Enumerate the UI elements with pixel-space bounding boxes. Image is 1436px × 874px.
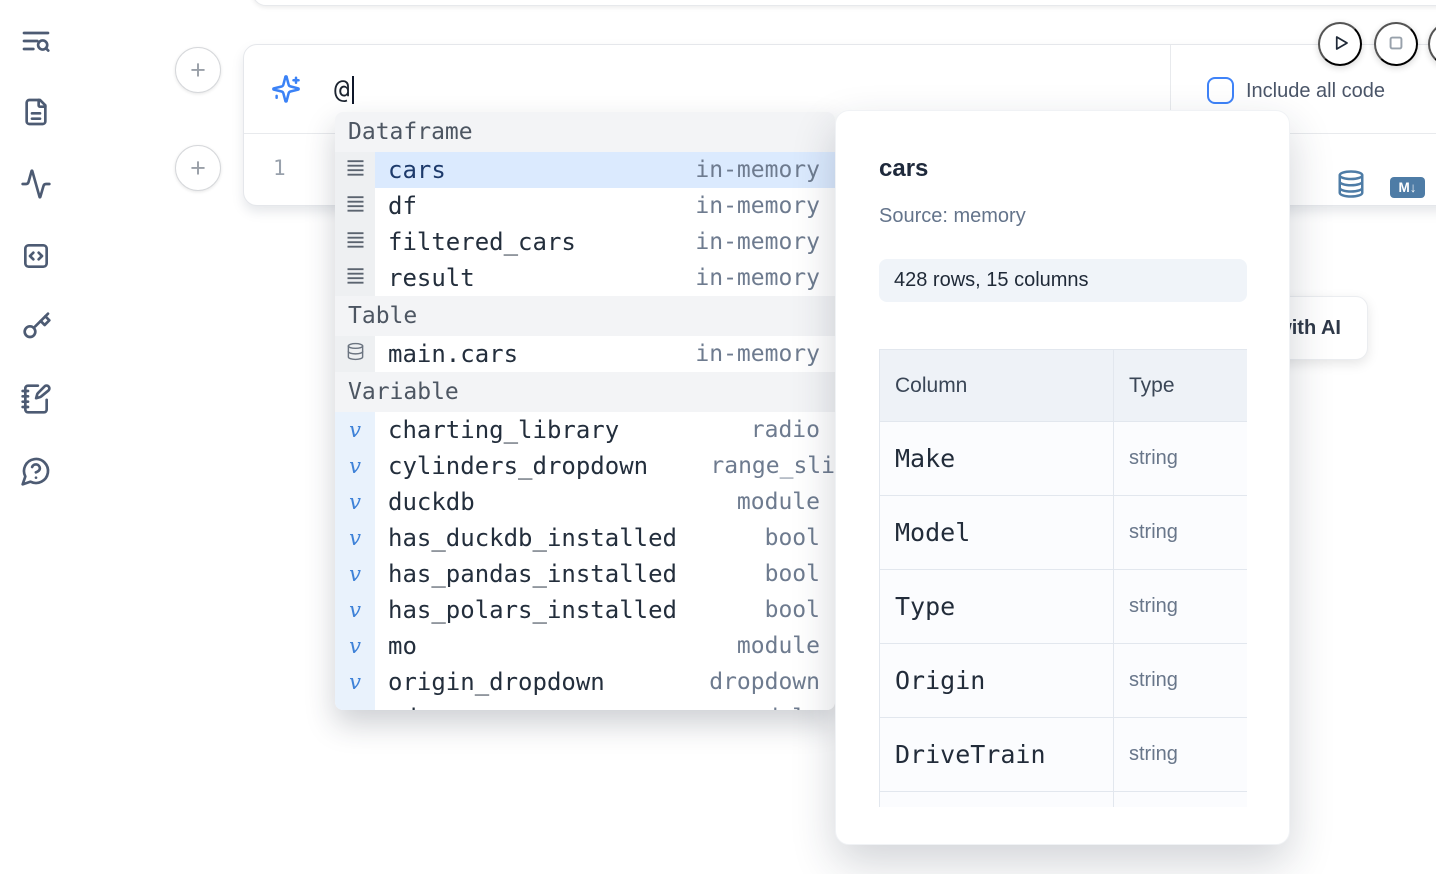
sidebar-item-secrets[interactable] (20, 311, 52, 343)
variable-icon: v (349, 561, 361, 586)
type-header: Type (1113, 349, 1247, 422)
preview-title: cars (879, 155, 929, 182)
dataframe-icon (346, 231, 365, 254)
sidebar-item-files[interactable] (20, 96, 52, 128)
variable-icon: v (349, 707, 361, 710)
previous-cell-bottom (252, 0, 1436, 6)
add-cell-above-button[interactable]: + (175, 47, 221, 93)
stop-square-icon (1383, 30, 1409, 59)
ai-prompt-input[interactable]: @ (334, 75, 354, 105)
include-all-code-checkbox[interactable] (1207, 77, 1234, 104)
run-cell-button[interactable] (1318, 22, 1362, 66)
activity-pulse-icon (20, 169, 52, 204)
table-row: Origin string (879, 643, 1247, 718)
sidebar-item-help[interactable] (20, 455, 52, 487)
section-header-table: Table (335, 296, 835, 336)
variable-icon: v (349, 417, 361, 442)
variable-icon: v (349, 669, 361, 694)
section-header-dataframe: Dataframe (335, 112, 835, 152)
variable-icon: v (349, 525, 361, 550)
datasources-panel-button[interactable] (1336, 169, 1366, 199)
table-row: Make string (879, 421, 1247, 496)
table-row: Type string (879, 569, 1247, 644)
variable-icon: v (349, 633, 361, 658)
preview-source: Source: memory (879, 205, 1026, 227)
key-icon (20, 312, 52, 347)
dataframe-preview-popup: cars Source: memory 428 rows, 15 columns… (835, 110, 1290, 845)
sidebar-item-tracing[interactable] (20, 168, 52, 200)
prompt-divider (1170, 45, 1171, 134)
shape-badge: 428 rows, 15 columns (879, 259, 1247, 302)
table-row (879, 791, 1247, 807)
play-icon (1327, 30, 1353, 59)
markdown-badge-icon[interactable]: M↓ (1390, 177, 1425, 198)
file-text-icon (20, 98, 52, 132)
database-icon (1336, 170, 1366, 203)
sidebar-item-snippets[interactable] (20, 240, 52, 272)
dataframe-icon (346, 195, 365, 218)
schema-table: Column Type Make string Model string Typ… (879, 349, 1247, 807)
schema-table-wrap: Column Type Make string Model string Typ… (879, 349, 1247, 807)
table-row: Model string (879, 495, 1247, 570)
dataframe-icon (346, 267, 365, 290)
stop-cell-button[interactable] (1374, 22, 1418, 66)
schema-header-row: Column Type (879, 349, 1247, 422)
include-all-code-label: Include all code (1246, 80, 1385, 102)
section-header-variable: Variable (335, 372, 835, 412)
variable-icon: v (349, 489, 361, 514)
ai-prompt-value: @ (334, 75, 350, 105)
help-bubble-icon (20, 457, 52, 491)
variable-icon: v (349, 597, 361, 622)
list-search-icon (20, 31, 52, 61)
sparkles-icon (271, 74, 301, 104)
variable-icon: v (349, 453, 361, 478)
column-header: Column (879, 349, 1114, 422)
completion-item[interactable]: v pdmodule (335, 700, 835, 710)
dataframe-icon (346, 159, 365, 182)
add-cell-below-button[interactable]: + (175, 145, 221, 191)
table-database-icon (346, 342, 365, 366)
sidebar-item-toc-search[interactable] (20, 25, 52, 57)
text-cursor (351, 76, 354, 104)
table-row: DriveTrain string (879, 717, 1247, 792)
sidebar-item-scratchpad[interactable] (20, 383, 52, 415)
line-number: 1 (273, 156, 286, 180)
code-square-icon (20, 244, 52, 276)
notebook-pen-icon (20, 384, 52, 419)
